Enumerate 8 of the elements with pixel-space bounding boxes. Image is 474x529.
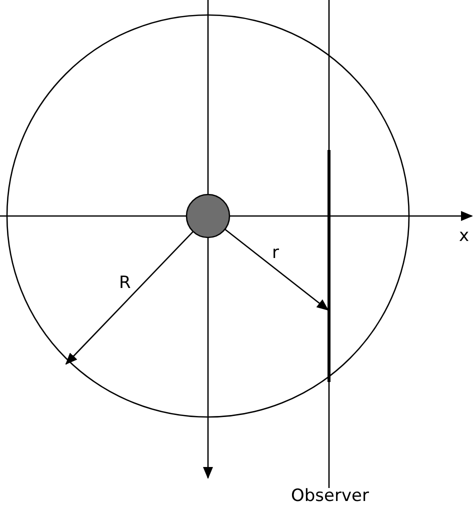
observer-label: Observer xyxy=(290,486,370,506)
edge-label: R xyxy=(119,273,131,293)
arrow xyxy=(65,231,194,365)
boundary-circle xyxy=(7,15,409,417)
edge-label: r xyxy=(272,243,279,263)
central-mass xyxy=(186,194,230,238)
arrow xyxy=(224,228,329,311)
axis-label: x xyxy=(459,226,470,246)
